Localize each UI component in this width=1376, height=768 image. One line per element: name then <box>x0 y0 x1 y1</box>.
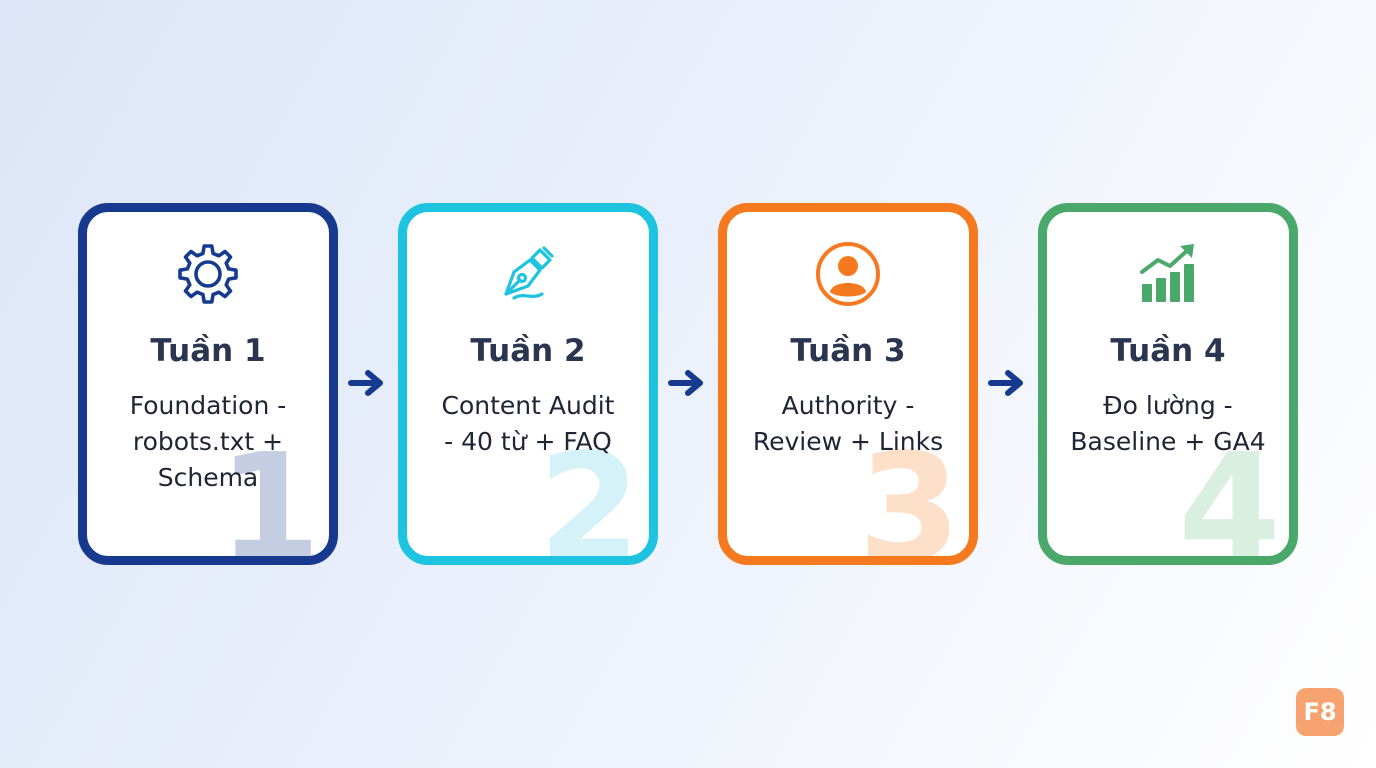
step-title: Tuần 2 <box>470 333 586 369</box>
step-number-watermark: 4 <box>1178 422 1281 565</box>
step-number-watermark: 2 <box>538 422 641 565</box>
step-title: Tuần 1 <box>150 333 266 369</box>
step-title: Tuần 4 <box>1110 333 1226 369</box>
step-card-week-3: 3 Tuần 3 Authority - Review + Links <box>718 203 978 565</box>
step-description: Authority - Review + Links <box>752 391 944 456</box>
f8-logo: F8 <box>1296 688 1344 736</box>
step-title: Tuần 3 <box>790 333 906 369</box>
arrow-right-icon <box>988 370 1023 396</box>
step-description: Content Audit - 40 từ + FAQ <box>441 391 615 456</box>
arrow-right-icon <box>668 370 703 396</box>
step-card-week-1: 1 Tuần 1 Foundation - robots.txt + Schem… <box>78 203 338 565</box>
step-description: Đo lường - Baseline + GA4 <box>1070 391 1266 456</box>
step-number-watermark: 3 <box>858 422 961 565</box>
step-number-watermark: 1 <box>218 422 321 565</box>
step-card-week-4: 4 Tuần 4 Đo lường - Baseline + GA4 <box>1038 203 1298 565</box>
arrow-right-icon <box>348 370 383 396</box>
user-icon <box>727 238 969 310</box>
pen-icon <box>407 238 649 310</box>
growth-chart-icon <box>1047 238 1289 310</box>
step-card-week-2: 2 Tuần 2 Content Audit - 40 từ + FAQ <box>398 203 658 565</box>
step-description: Foundation - robots.txt + Schema <box>129 391 287 492</box>
gear-icon <box>87 238 329 310</box>
